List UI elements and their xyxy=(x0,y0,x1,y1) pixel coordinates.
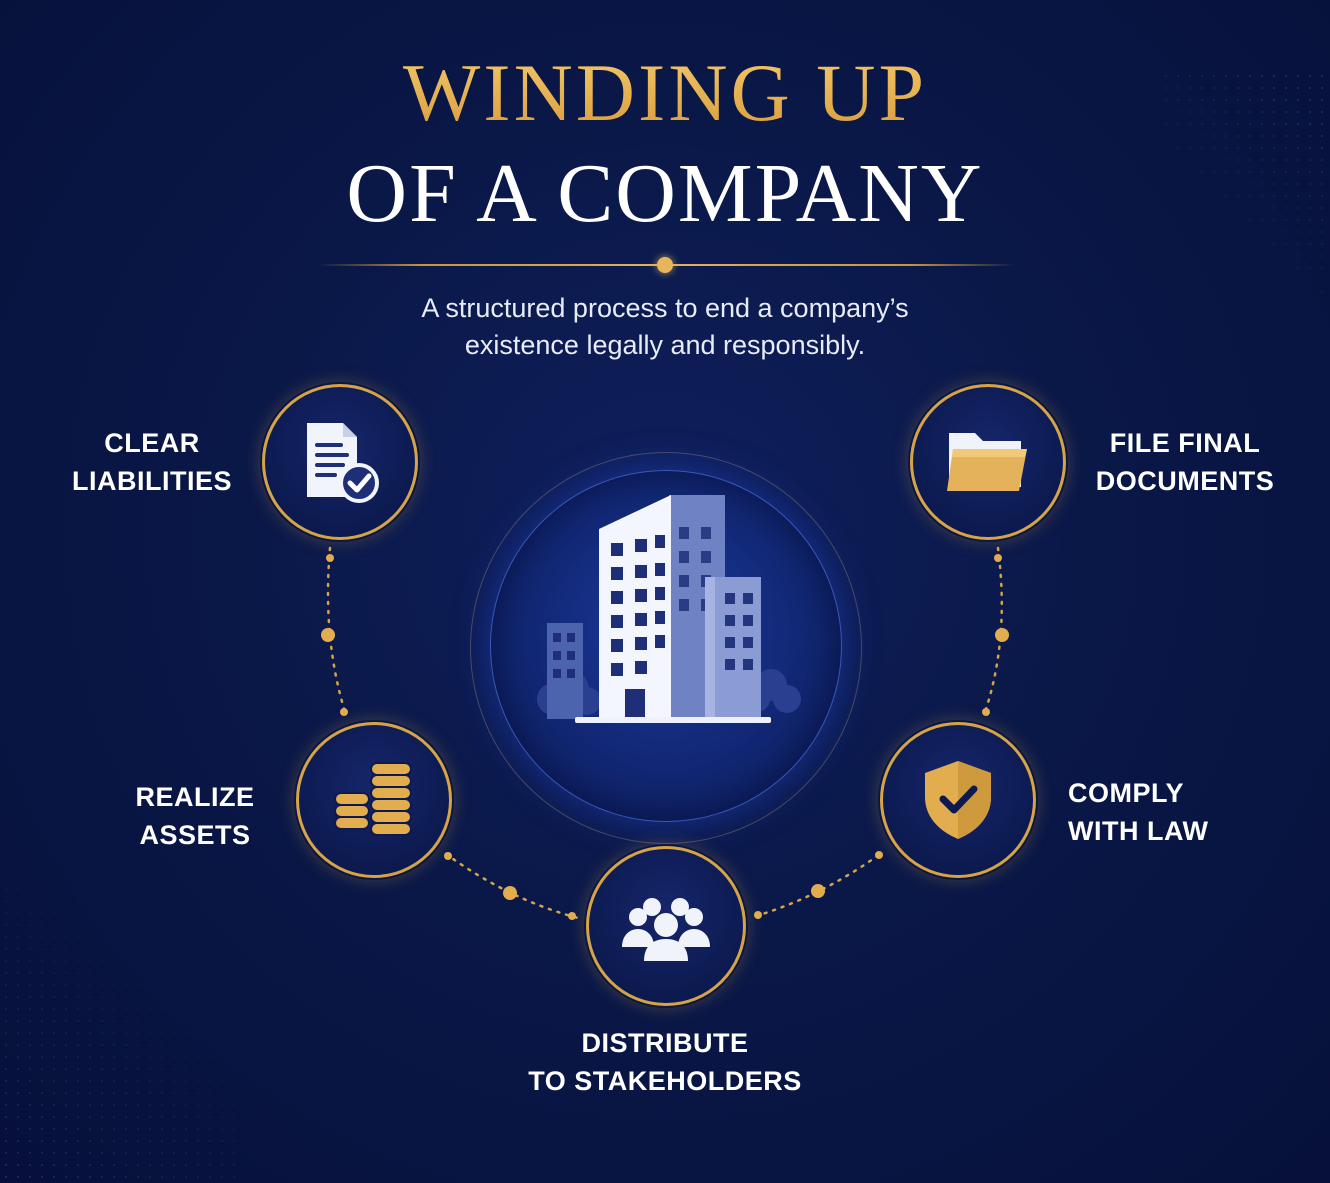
step-node-clear-liabilities xyxy=(262,384,418,540)
label-line: DISTRIBUTE xyxy=(581,1028,749,1058)
label-file-final-documents: FILE FINAL DOCUMENTS xyxy=(1090,424,1280,500)
folder-icon xyxy=(947,433,1027,491)
label-line: ASSETS xyxy=(139,820,251,850)
divider-dot xyxy=(657,257,673,273)
decorative-dots-top-right xyxy=(1160,70,1330,310)
decorative-dots-bottom-left xyxy=(0,883,240,1183)
title-line-1: WINDING UP xyxy=(0,52,1330,134)
subtitle-line-2: existence legally and responsibly. xyxy=(464,330,866,360)
document-check-icon xyxy=(307,423,379,503)
label-line: LIABILITIES xyxy=(72,466,232,496)
subtitle: A structured process to end a company’s … xyxy=(0,290,1330,364)
label-line: FILE FINAL xyxy=(1109,428,1261,458)
shield-check-icon xyxy=(925,761,991,839)
building-icon xyxy=(537,495,801,723)
subtitle-line-1: A structured process to end a company’s xyxy=(421,293,909,323)
label-line: TO STAKEHOLDERS xyxy=(528,1066,802,1096)
label-comply-with-law: COMPLY WITH LAW xyxy=(1068,774,1228,850)
label-realize-assets: REALIZE ASSETS xyxy=(130,778,260,854)
label-line: CLEAR xyxy=(104,428,200,458)
step-node-realize-assets xyxy=(296,722,452,878)
step-node-comply-with-law xyxy=(880,722,1036,878)
label-line: REALIZE xyxy=(135,782,255,812)
title-line-2: OF A COMPANY xyxy=(346,147,984,240)
coins-icon xyxy=(334,762,412,836)
center-circle xyxy=(490,470,842,822)
people-icon xyxy=(622,898,710,961)
label-line: WITH LAW xyxy=(1068,816,1209,846)
label-distribute-to-stakeholders: DISTRIBUTE TO STAKEHOLDERS xyxy=(520,1024,810,1100)
label-line: COMPLY xyxy=(1068,778,1185,808)
step-node-distribute-to-stakeholders xyxy=(586,846,746,1006)
step-node-file-final-documents xyxy=(910,384,1066,540)
label-line: DOCUMENTS xyxy=(1095,466,1275,496)
label-clear-liabilities: CLEAR LIABILITIES xyxy=(72,424,232,500)
